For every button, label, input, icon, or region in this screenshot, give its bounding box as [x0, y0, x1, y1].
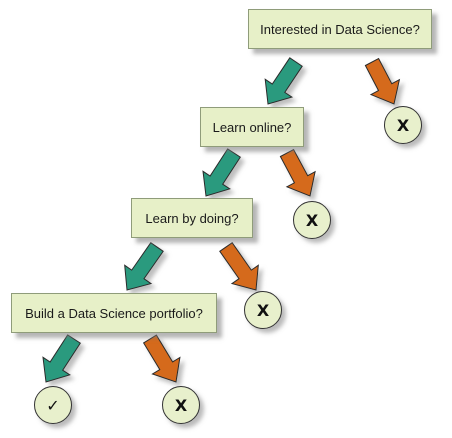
arrow-no-2: [279, 148, 316, 197]
outcome-yes-check: ✓: [34, 386, 72, 424]
outcome-no-4: X: [162, 386, 200, 424]
arrow-yes-2: [202, 148, 241, 197]
arrow-yes-4: [42, 334, 81, 383]
outcome-no-2: X: [293, 201, 331, 239]
arrow-yes-3: [124, 242, 164, 291]
arrow-no-1: [364, 57, 401, 105]
question-learn-online: Learn online?: [200, 107, 304, 147]
outcome-no-3: X: [244, 291, 282, 329]
question-learn-by-doing: Learn by doing?: [131, 198, 253, 238]
question-interested-in-data-science: Interested in Data Science?: [248, 9, 432, 49]
arrow-no-3: [219, 242, 259, 291]
arrow-no-4: [142, 334, 181, 383]
arrow-yes-1: [264, 57, 303, 105]
question-build-portfolio: Build a Data Science portfolio?: [11, 293, 217, 333]
outcome-no-1: X: [384, 106, 422, 144]
